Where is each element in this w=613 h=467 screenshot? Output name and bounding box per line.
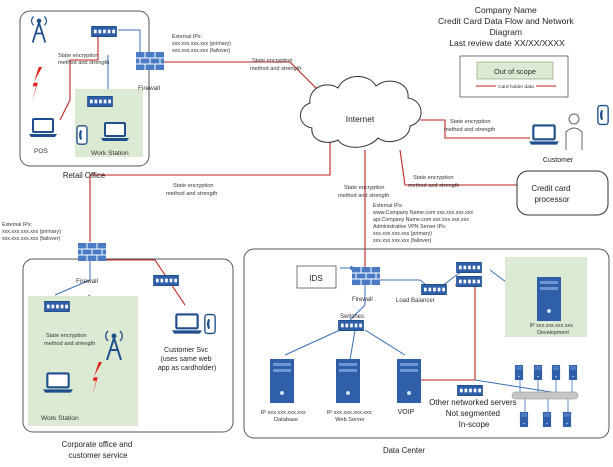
other-server-2-icon (533, 365, 543, 380)
retail-phone-icon (76, 125, 88, 145)
corporate-office-boundary (22, 258, 234, 433)
corp-workstation-label: Work Station (41, 415, 79, 422)
pos-laptop-icon (28, 118, 58, 138)
dev-server-icon (537, 277, 561, 321)
switches-label: Switches (340, 314, 364, 320)
internet-cloud: Internet (300, 76, 422, 148)
customer-svc-phone-icon (204, 313, 216, 335)
ids-label: IDS (309, 274, 322, 283)
dc-switch-b-icon (456, 276, 482, 287)
corp-workstation-laptop-icon (42, 372, 74, 394)
data-center-boundary (243, 248, 610, 439)
pos-label: POS (34, 148, 49, 155)
dc-firewall-label: Firewall (352, 297, 373, 303)
corp-inscope-zone (28, 296, 138, 426)
legend-cardholder-label: Card holder data (498, 84, 534, 90)
core-switch-icon (338, 320, 364, 331)
retail-inner-switch-icon (87, 96, 113, 107)
server-rack-bus (511, 378, 579, 415)
corp-enc-text: State encryption method and strength (44, 333, 95, 347)
other-servers-label: Other networked servers Not segmented In… (429, 398, 519, 429)
dc-info-text: External IPs: www.Company Name.com xxx.x… (373, 203, 475, 244)
other-server-7-icon (562, 412, 572, 427)
data-center: External IPs: www.Company Name.com xxx.x… (243, 203, 610, 455)
customer-phone-icon (597, 104, 609, 126)
customer: Customer (528, 104, 609, 164)
other-server-3-icon (551, 365, 561, 380)
other-server-6-icon (542, 412, 552, 427)
retail-office-caption: Retail Office (63, 171, 105, 180)
enc-retail-internet: State encryption method and strength (250, 58, 301, 72)
web-server-icon (336, 359, 360, 403)
person-icon (565, 113, 583, 150)
wireless-bolt-icon (31, 67, 43, 102)
wireless-tower-icon (30, 15, 48, 43)
enc-internet-customer: State encryption method and strength (444, 119, 495, 133)
flow-retail-internet (154, 61, 319, 91)
load-balancer-icon (421, 284, 447, 295)
database-label: IP xxx.xxx.xxx.xxx Database (261, 410, 308, 423)
other-server-1-icon (514, 365, 524, 380)
flow-internet-customer (420, 119, 530, 139)
corp-firewall-icon (78, 243, 106, 261)
retail-firewall-label: Firewall (138, 85, 160, 92)
corp-switch-icon (153, 275, 179, 286)
retail-switch-icon (91, 26, 117, 37)
corporate-office-caption: Corporate office and customer service (62, 440, 135, 460)
retail-enc-text: State encryption method and strength (58, 53, 109, 66)
load-balancer-label: Load Balancer (396, 298, 435, 304)
enc-internet-processor: State encryption method and strength (408, 175, 459, 189)
credit-card-processor: Credit card processor (516, 170, 609, 216)
retail-workstation-label: Work Station (91, 150, 129, 157)
page-title: Company Name Credit Card Data Flow and N… (438, 5, 576, 48)
dev-server-label: IP xxx.xxx.xxx.xxx Development (530, 323, 575, 336)
data-center-caption: Data Center (383, 446, 425, 455)
dc-switch-c-icon (457, 385, 483, 396)
voip-server-icon (397, 359, 421, 403)
corp-ext-ip-text: External IPs: xxx.xxx.xxx.xxx (primary) … (2, 222, 62, 242)
flow-internet-corporate (89, 138, 331, 242)
internet-label: Internet (346, 114, 375, 124)
customer-svc-laptop-icon (171, 313, 203, 335)
processor-box (516, 170, 609, 216)
voip-label: VOIP (398, 409, 415, 416)
legend-out-of-scope-label: Out of scope (494, 67, 536, 76)
dc-firewall-icon (352, 267, 380, 285)
retail-ext-ip-text: External IPs: xxx.xxx.xxx.xxx (primary) … (172, 34, 232, 54)
dc-switch-a-icon (456, 262, 482, 273)
web-server-label: IP xxx.xxx.xxx.xxx Web Server (327, 410, 374, 423)
cloud-shape (300, 76, 422, 148)
retail-firewall-icon (136, 52, 164, 70)
corp-firewall-label: Firewall (76, 278, 98, 285)
customer-svc-label: Customer Svc (uses same web app as cardh… (158, 347, 216, 372)
other-server-5-icon (519, 412, 529, 427)
retail-office: State encryption method and strength Ext… (19, 10, 232, 180)
ids-box (296, 265, 337, 289)
database-server-icon (270, 359, 294, 403)
retail-office-boundary (19, 10, 150, 167)
corp-inner-switch-icon (44, 301, 70, 312)
retail-workstation-icon (100, 122, 130, 142)
header: Company Name Credit Card Data Flow and N… (438, 5, 576, 48)
data-flow-lines (59, 30, 530, 381)
other-server-4-icon (568, 365, 578, 380)
customer-label: Customer (543, 157, 574, 164)
legend-out-of-scope-swatch (476, 61, 554, 80)
enc-internet-corporate: State encryption method and strength (166, 183, 217, 197)
corporate-office: External IPs: xxx.xxx.xxx.xxx (primary) … (2, 222, 234, 460)
flow-retail-internal (59, 30, 99, 121)
flow-corp-svc (105, 259, 186, 306)
enc-internet-datacenter: State encryption method and strength (338, 185, 389, 199)
flow-internet-processor (399, 149, 520, 186)
customer-laptop-icon (528, 124, 560, 146)
processor-label: Credit card processor (531, 184, 572, 204)
legend: Out of scope Card holder data (459, 55, 569, 98)
